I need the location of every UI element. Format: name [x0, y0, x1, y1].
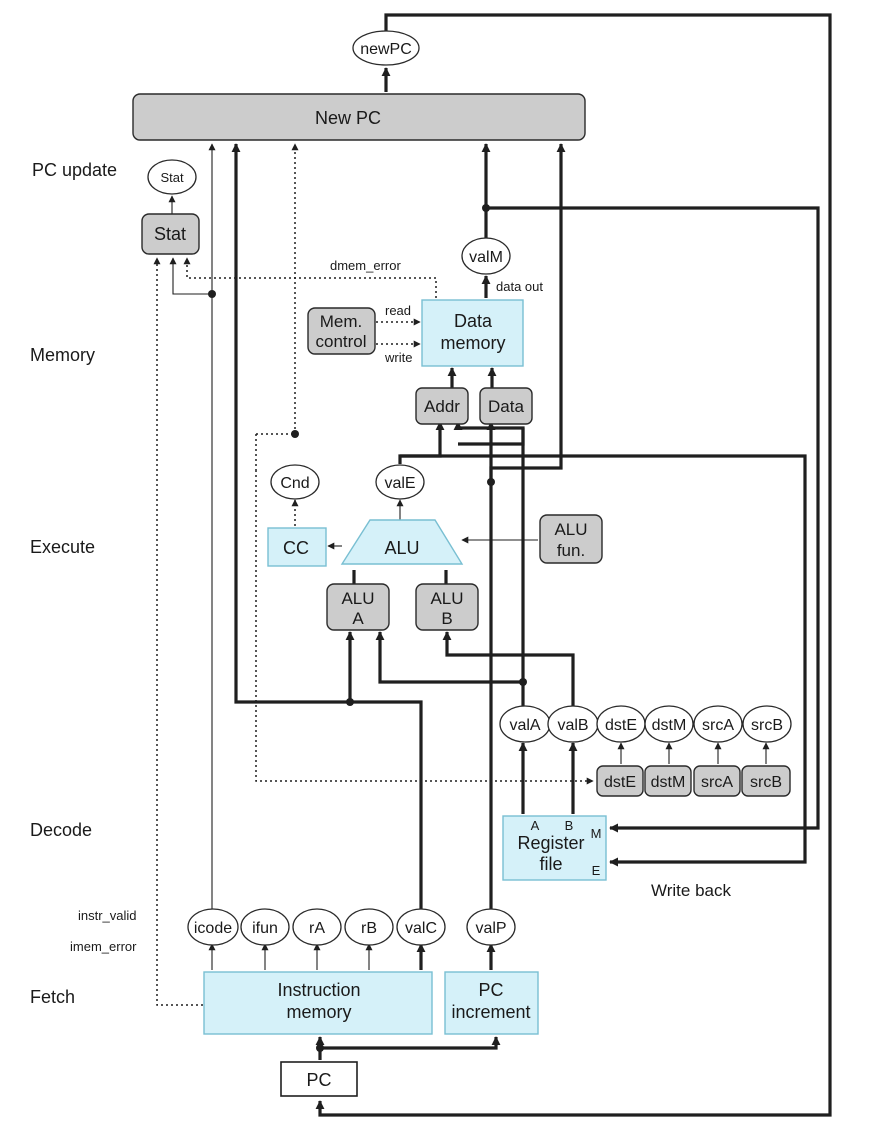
signal-newpc: newPC [360, 41, 412, 58]
decode-reg-srca: srcA [701, 774, 733, 791]
signal-ovals: newPC Stat valM Cnd valE valA valB dstE … [147, 30, 792, 946]
instruction-memory-label-1: Instruction [277, 980, 360, 1000]
signal-icode: icode [194, 920, 232, 937]
wires [153, 13, 832, 1117]
signal-ifun: ifun [252, 920, 278, 937]
decode-reg-dstm: dstM [651, 774, 686, 791]
new-pc-label: New PC [315, 108, 381, 128]
signal-srcb: srcB [751, 717, 783, 734]
label-data-out: data out [496, 279, 543, 294]
alu-label: ALU [384, 538, 419, 558]
label-write-back: Write back [651, 881, 731, 900]
mem-control-block: Mem. control [307, 307, 376, 355]
signal-vale: valE [384, 475, 415, 492]
pc-increment-label-1: PC [478, 980, 503, 1000]
register-port-a: A [531, 818, 540, 833]
stage-label-pc-update: PC update [32, 160, 117, 180]
register-file-block: A B M E Register file [502, 815, 607, 881]
pc-increment-label-2: increment [451, 1002, 530, 1022]
register-port-b: B [565, 818, 574, 833]
signal-dste: dstE [605, 717, 637, 734]
decode-reg-srcb: srcB [750, 774, 782, 791]
decode-register-boxes: dstE dstM srcA srcB [596, 765, 791, 797]
register-file-label-2: file [539, 854, 562, 874]
signal-valc: valC [405, 920, 437, 937]
alu-fun-block: ALU fun. [539, 514, 603, 564]
signal-valp: valP [475, 920, 506, 937]
cc-block: CC [267, 527, 327, 567]
alu-b-label-1: ALU [430, 589, 463, 608]
register-port-e: E [592, 863, 601, 878]
cc-label: CC [283, 538, 309, 558]
label-imem-error: imem_error [70, 939, 137, 954]
alu-fun-label-1: ALU [554, 520, 587, 539]
register-port-m: M [591, 826, 602, 841]
mem-control-label-1: Mem. [320, 312, 363, 331]
data-block: Data [479, 387, 533, 425]
signal-vala: valA [509, 717, 540, 734]
mem-control-label-2: control [315, 332, 366, 351]
new-pc-block: New PC [132, 93, 586, 141]
alu-a-label-1: ALU [341, 589, 374, 608]
addr-block: Addr [415, 387, 469, 425]
stat-block-label: Stat [154, 224, 186, 244]
pc-register-label: PC [306, 1070, 331, 1090]
pc-increment-block: PC increment [444, 971, 539, 1035]
label-dmem-error: dmem_error [330, 258, 401, 273]
stage-label-fetch: Fetch [30, 987, 75, 1007]
alu-a-block: ALU A [326, 583, 390, 631]
signal-cnd: Cnd [280, 475, 309, 492]
data-memory-label-2: memory [440, 333, 505, 353]
data-label: Data [488, 397, 524, 416]
instruction-memory-block: Instruction memory [203, 971, 433, 1035]
addr-label: Addr [424, 397, 460, 416]
data-memory-block: Data memory [421, 299, 524, 367]
stage-label-decode: Decode [30, 820, 92, 840]
stage-label-execute: Execute [30, 537, 95, 557]
label-read: read [385, 303, 411, 318]
alu-b-label-2: B [441, 609, 452, 628]
signal-rb: rB [361, 920, 377, 937]
label-write: write [384, 350, 412, 365]
alu-block: ALU [340, 519, 464, 565]
signal-ra: rA [309, 920, 325, 937]
instruction-memory-label-2: memory [286, 1002, 351, 1022]
register-file-label-1: Register [517, 833, 584, 853]
signal-valm: valM [469, 249, 503, 266]
pc-register-block: PC [280, 1061, 358, 1097]
alu-b-block: ALU B [415, 583, 479, 631]
alu-a-label-2: A [352, 609, 364, 628]
decode-reg-dste: dstE [604, 774, 636, 791]
signal-dstm: dstM [652, 717, 687, 734]
signal-srca: srcA [702, 717, 734, 734]
alu-fun-label-2: fun. [557, 541, 585, 560]
stage-label-memory: Memory [30, 345, 95, 365]
data-memory-label-1: Data [454, 311, 493, 331]
label-instr-valid: instr_valid [78, 908, 137, 923]
stat-block: Stat [141, 213, 200, 255]
signal-stat: Stat [160, 170, 184, 185]
signal-valb: valB [557, 717, 588, 734]
